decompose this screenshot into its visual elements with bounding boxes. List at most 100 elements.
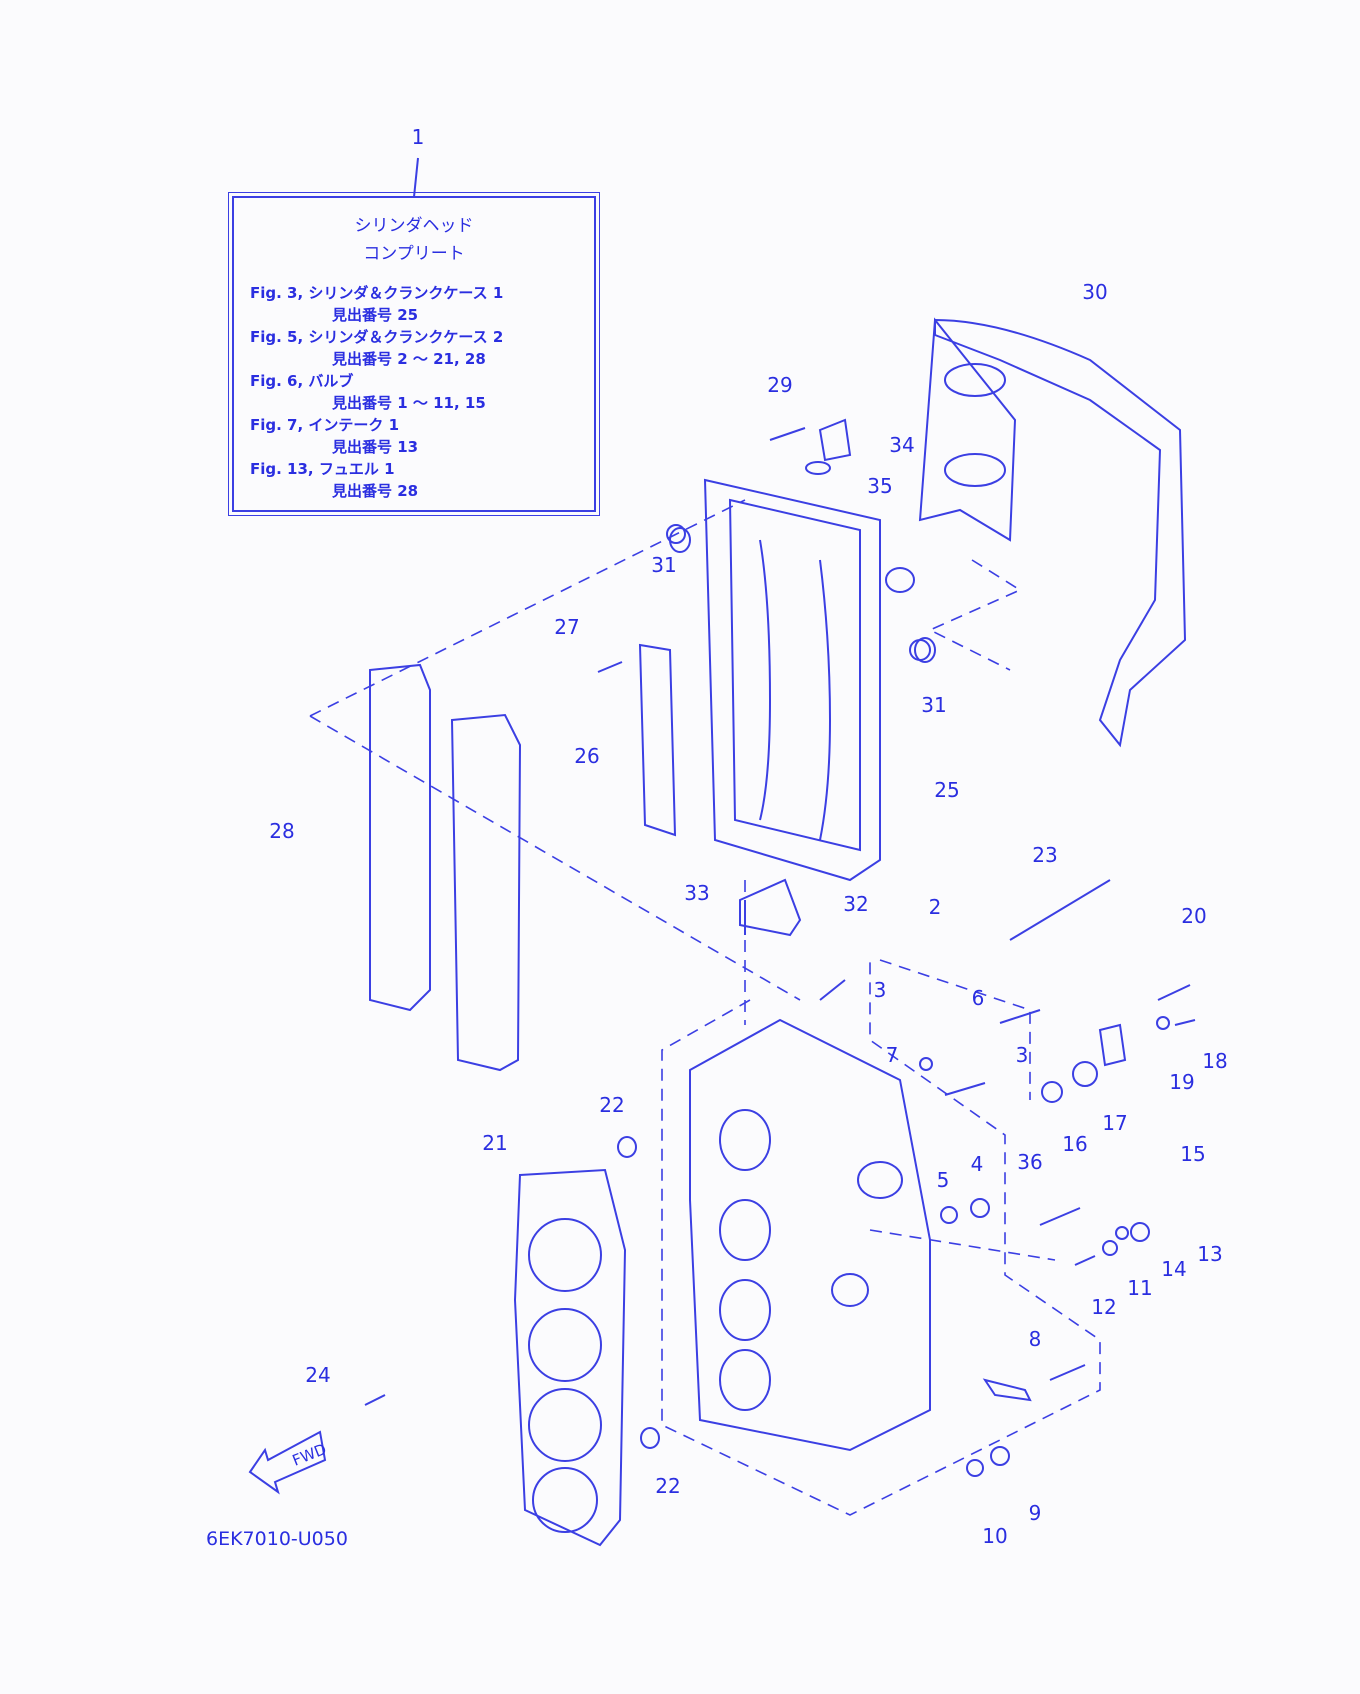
callout-20: 20 (1181, 904, 1207, 928)
fwd-arrow-icon (248, 1430, 327, 1495)
callout-21: 21 (482, 1131, 508, 1155)
part-20-shape (1157, 984, 1191, 1001)
callout-28: 28 (269, 819, 295, 843)
part-30-shape (934, 318, 1187, 748)
part-17-shape (1072, 1061, 1098, 1087)
callout-10: 10 (982, 1524, 1008, 1548)
callout-15: 15 (1180, 1142, 1206, 1166)
part-32-shape (739, 878, 802, 937)
part-31-b (909, 639, 931, 661)
callout-32: 32 (843, 892, 869, 916)
part-11-shape (1102, 1240, 1118, 1256)
part-22-a (617, 1136, 637, 1158)
callout-18: 18 (1202, 1049, 1228, 1073)
part-28-left (369, 663, 431, 1012)
callout-8: 8 (1028, 1327, 1042, 1351)
callout-1: 1 (411, 125, 425, 149)
part-13-shape (1130, 1222, 1150, 1242)
callout-19: 19 (1169, 1070, 1195, 1094)
callout-14: 14 (1161, 1257, 1187, 1281)
part-22-b (640, 1427, 660, 1449)
part-36-shape (1039, 1207, 1081, 1226)
callout-4: 4 (970, 1152, 984, 1176)
part-30-front (918, 317, 1017, 542)
part-16-shape (1041, 1081, 1063, 1103)
part-10-shape (966, 1459, 984, 1477)
part-6-shape (999, 1009, 1041, 1024)
part-35-shape (805, 461, 831, 475)
part-27-shape (597, 661, 623, 673)
callout-3-a: 3 (873, 978, 887, 1002)
callout-23: 23 (1032, 843, 1058, 867)
callout-27: 27 (554, 615, 580, 639)
legend-ref-fig: Fig. 13, フュエル 1 (250, 460, 395, 478)
part-19-shape (1156, 1016, 1170, 1030)
callout-31-a: 31 (651, 553, 677, 577)
legend-ref-fig: Fig. 5, シリンダ＆クランクケース 2 (250, 328, 504, 346)
part-24-shape (364, 1394, 386, 1406)
callout-35: 35 (867, 474, 893, 498)
part-23-shape (1009, 879, 1111, 941)
part-7-shape (919, 1057, 933, 1071)
legend-ref-items: 見出番号 2 ～ 21, 28 (332, 350, 486, 368)
legend-ref-items: 見出番号 1 ～ 11, 15 (332, 394, 486, 412)
legend-ref: Fig. 5, シリンダ＆クランクケース 2 見出番号 2 ～ 21, 28 (234, 326, 594, 370)
part-3-b (944, 1082, 986, 1096)
legend-ref: Fig. 6, バルブ見出番号 1 ～ 11, 15 (234, 370, 594, 414)
callout-6: 6 (971, 986, 985, 1010)
part-8-shape (1049, 1364, 1086, 1381)
callout-31-b: 31 (921, 693, 947, 717)
callout-34: 34 (889, 433, 915, 457)
part-21-shape (513, 1168, 627, 1547)
callout-2: 2 (928, 895, 942, 919)
legend-ref-fig: Fig. 6, バルブ (250, 372, 354, 390)
callout-16: 16 (1062, 1132, 1088, 1156)
part-2-shape (689, 1018, 931, 1452)
callout-7: 7 (885, 1043, 899, 1067)
callout-13: 13 (1197, 1242, 1223, 1266)
part-8-bracket (982, 1378, 1032, 1402)
callout-22-b: 22 (655, 1474, 681, 1498)
legend-box: シリンダヘッド コンプリート Fig. 3, シリンダ＆クランクケース 1 見出番… (228, 192, 600, 516)
callout-25: 25 (934, 778, 960, 802)
callout-36: 36 (1017, 1150, 1043, 1174)
part-34-shape (818, 418, 852, 462)
callout-29: 29 (767, 373, 793, 397)
part-25-shape (703, 478, 881, 882)
leader-1 (413, 157, 419, 198)
part-14-shape (1115, 1226, 1129, 1240)
callout-5: 5 (936, 1168, 950, 1192)
legend-ref: Fig. 13, フュエル 1 見出番号 28 (234, 458, 594, 502)
legend-ref-fig: Fig. 7, インテーク 1 (250, 416, 400, 434)
legend-refs: Fig. 3, シリンダ＆クランクケース 1 見出番号 25 Fig. 5, シリ… (234, 282, 594, 502)
part-15-shape (1098, 1023, 1127, 1067)
callout-3-b: 3 (1015, 1043, 1029, 1067)
part-5-shape (940, 1206, 958, 1224)
legend-title-2: コンプリート (363, 244, 465, 264)
part-9-shape (990, 1446, 1010, 1466)
part-3-a (819, 979, 846, 1001)
part-29-shape (769, 427, 806, 441)
part-31-a (666, 524, 686, 544)
legend-ref-fig: Fig. 3, シリンダ＆クランクケース 1 (250, 284, 504, 302)
callout-17: 17 (1102, 1111, 1128, 1135)
legend-ref-items: 見出番号 28 (332, 482, 419, 500)
legend-title-1: シリンダヘッド (354, 216, 474, 236)
callout-24: 24 (305, 1363, 331, 1387)
callout-22-a: 22 (599, 1093, 625, 1117)
part-26-shape (638, 643, 677, 837)
diagram-code: 6EK7010-U050 (206, 1528, 348, 1550)
callout-33: 33 (684, 881, 710, 905)
dash-lines (309, 499, 1101, 1516)
part-18-shape (1174, 1019, 1196, 1026)
callout-9: 9 (1028, 1501, 1042, 1525)
legend-ref-items: 見出番号 25 (332, 306, 419, 324)
legend-ref: Fig. 3, シリンダ＆クランクケース 1 見出番号 25 (234, 282, 594, 326)
callout-30: 30 (1082, 280, 1108, 304)
part-28-right (450, 713, 522, 1072)
part-12-shape (1074, 1255, 1096, 1266)
callout-26: 26 (574, 744, 600, 768)
